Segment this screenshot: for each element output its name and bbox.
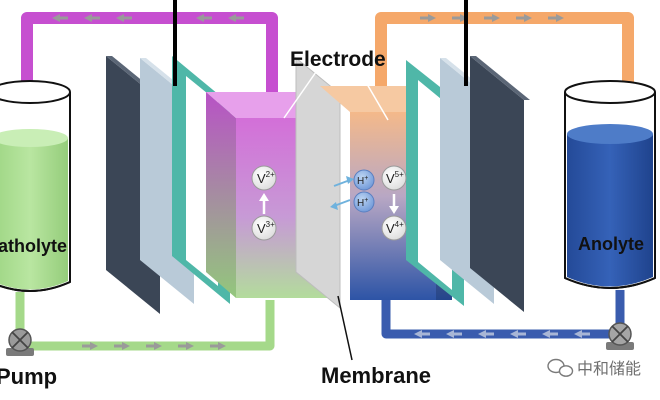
- svg-text:V2+: V2+: [257, 170, 275, 186]
- flow-arrows-right-bottom: [414, 330, 590, 338]
- catholyte-liquid: [0, 138, 68, 290]
- ion-v4-plus: V4+: [381, 215, 407, 241]
- right-supply-pipe: [375, 12, 634, 118]
- electrode-leader-right: [359, 71, 389, 121]
- catholyte-label: atholyte: [0, 236, 67, 256]
- wechat-icon: [547, 358, 574, 377]
- anolyte-liquid: [567, 134, 653, 287]
- ion-v3-plus: V3+: [251, 215, 277, 241]
- catholyte-tank: [0, 80, 71, 292]
- ion-h-plus-top: H+: [353, 169, 375, 191]
- svg-text:H+: H+: [357, 197, 368, 209]
- right-end-plate: [470, 56, 530, 312]
- anolyte-tank: [564, 80, 656, 289]
- arrow-v5-to-v4: [389, 194, 399, 214]
- left-supply-pipe: [21, 12, 278, 118]
- svg-text:H+: H+: [357, 175, 368, 187]
- ion-v5-plus: V5+: [381, 165, 407, 191]
- membrane-leader: [337, 295, 353, 361]
- electrode-leader-left: [283, 71, 317, 119]
- ion-v2-plus: V2+: [251, 165, 277, 191]
- left-pump-icon: [6, 328, 34, 356]
- svg-text:V4+: V4+: [386, 220, 404, 236]
- flow-arrows-left-bottom: [82, 342, 226, 350]
- pump-label: Pump: [0, 364, 57, 389]
- svg-text:V5+: V5+: [386, 170, 404, 186]
- ion-h-plus-bottom: H+: [353, 191, 375, 213]
- left-return-pipe: [15, 292, 275, 351]
- electrode-label: Electrode: [290, 48, 386, 71]
- membrane-label: Membrane: [321, 363, 431, 388]
- svg-text:V3+: V3+: [257, 220, 275, 236]
- anolyte-label: Anolyte: [578, 234, 644, 254]
- right-pump-icon: [606, 322, 634, 350]
- watermark-text: 中和储能: [577, 359, 641, 378]
- right-return-pipe: [381, 290, 625, 339]
- arrow-v3-to-v2: [259, 193, 269, 214]
- h-plus-transfer-arrows: [330, 176, 354, 210]
- flow-arrows-left-top: [52, 14, 244, 22]
